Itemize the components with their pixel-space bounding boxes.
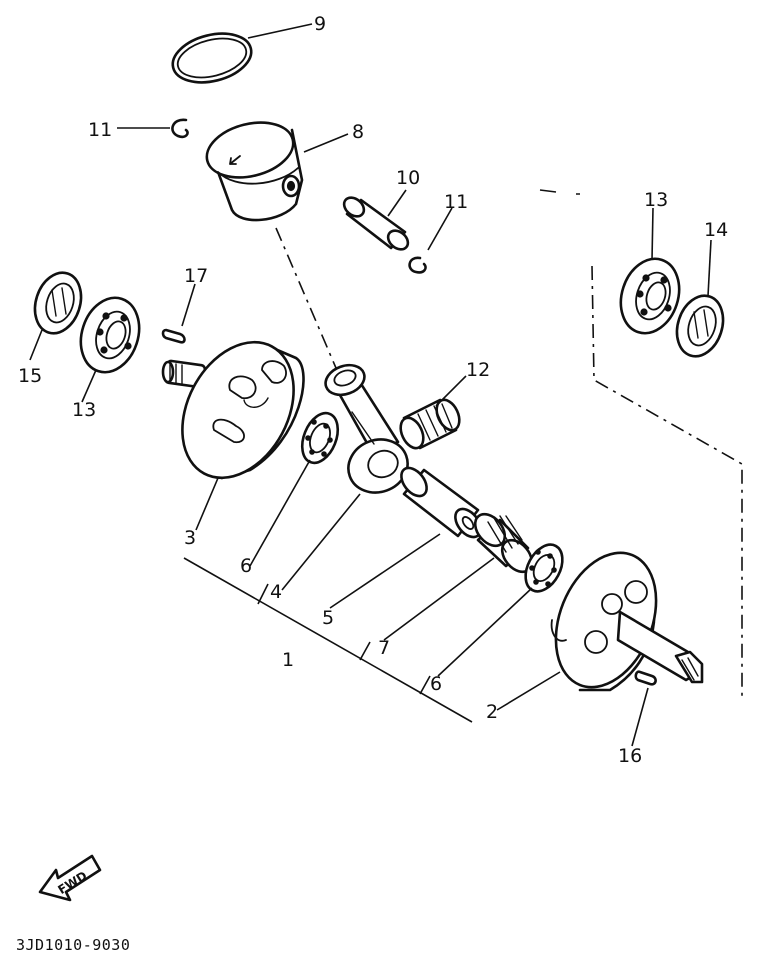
woodruff-key-top-part [161, 328, 186, 344]
callout-15: 15 [18, 365, 42, 387]
bearing-right-part [619, 257, 681, 335]
thrust-washer-lower-part [524, 543, 564, 593]
connecting-rod-part [324, 363, 409, 494]
callout-10: 10 [396, 167, 420, 189]
callout-2: 2 [486, 701, 498, 723]
callout-12: 12 [466, 359, 490, 381]
piston-part [205, 121, 304, 222]
callout-16: 16 [618, 745, 642, 767]
callout-3: 3 [184, 527, 196, 549]
callout-17: 17 [184, 265, 208, 287]
callout-4: 4 [270, 581, 282, 603]
callout-6-upper: 6 [240, 555, 252, 577]
callout-13-right: 13 [644, 189, 668, 211]
left-crank-half-part [161, 340, 305, 480]
crank-pin-part [400, 466, 482, 539]
woodruff-key-bottom-part [634, 670, 657, 686]
thrust-washer-upper-part [300, 411, 340, 465]
fwd-arrow-icon: FWD [38, 854, 102, 902]
piston-ring-part [171, 32, 253, 84]
callout-1: 1 [282, 649, 294, 671]
circlip-left-part [171, 118, 189, 139]
oil-seal-right-part [675, 294, 725, 358]
callout-13-left: 13 [72, 399, 96, 421]
callout-6-lower: 6 [430, 673, 442, 695]
circlip-right-part [408, 256, 427, 274]
callout-14: 14 [704, 219, 728, 241]
bearing-left-part [79, 296, 141, 374]
right-crank-half-part [550, 551, 704, 692]
small-end-bearing-part [399, 398, 461, 450]
oil-seal-left-part [33, 271, 83, 335]
callout-7: 7 [378, 637, 390, 659]
callout-9: 9 [314, 13, 326, 35]
callout-5: 5 [322, 607, 334, 629]
leader-lines [29, 23, 712, 747]
callout-8: 8 [352, 121, 364, 143]
alignment-lines [275, 189, 743, 696]
diagram-code: 3JD1010-9030 [16, 936, 130, 954]
callout-11-right: 11 [444, 191, 468, 213]
big-end-bearing-part [473, 512, 534, 574]
callout-numbers: 9 11 8 10 11 13 14 17 15 12 13 3 6 4 5 1… [18, 13, 728, 767]
callout-11-left: 11 [88, 119, 112, 141]
piston-pin-part [342, 196, 410, 251]
